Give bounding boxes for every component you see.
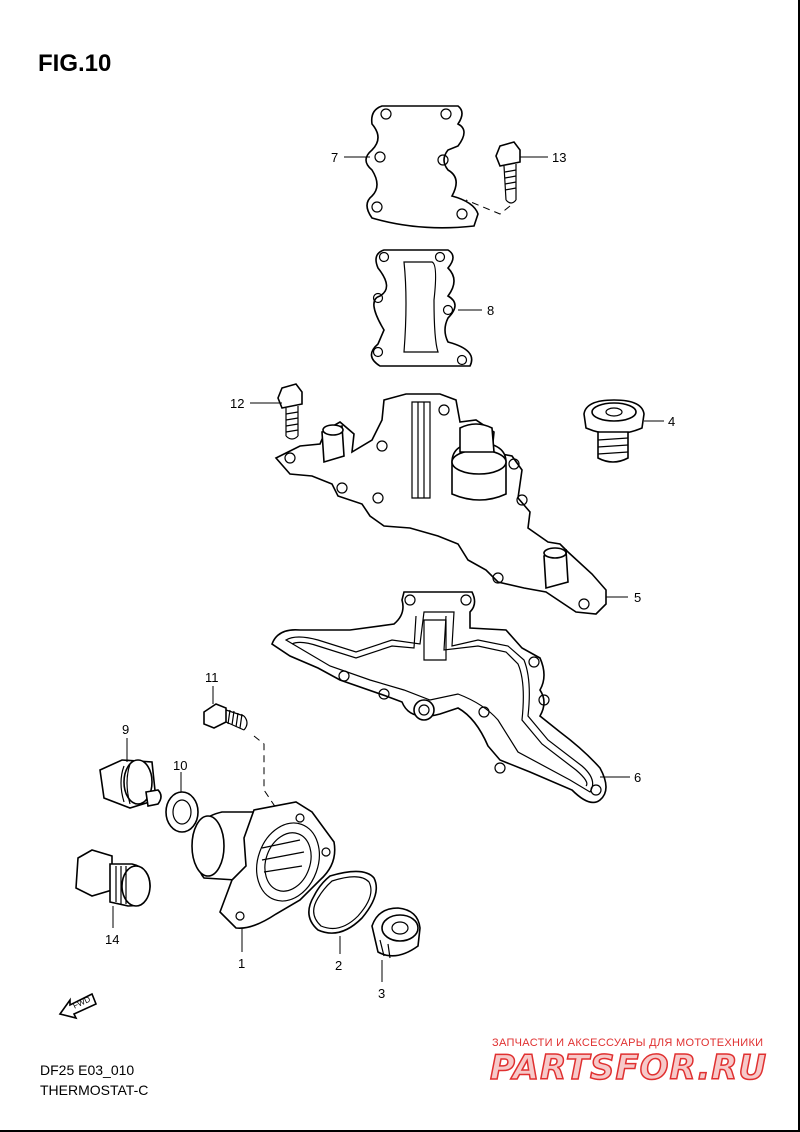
callout-6: 6 <box>634 770 641 785</box>
fwd-arrow-icon: FWD <box>58 992 98 1020</box>
callout-3: 3 <box>378 986 385 1001</box>
part-2-o-ring[interactable] <box>308 870 378 934</box>
part-4-thermostat[interactable] <box>583 399 645 463</box>
part-11-bolt[interactable] <box>203 703 248 731</box>
callout-4: 4 <box>668 414 675 429</box>
diagram-subtitle: THERMOSTAT-C <box>40 1082 149 1098</box>
part-10-seal[interactable] <box>165 791 199 833</box>
bolt-13-guide-line <box>465 199 511 215</box>
part-12-bolt[interactable] <box>277 383 303 440</box>
callout-14: 14 <box>105 932 119 947</box>
callout-5: 5 <box>634 590 641 605</box>
part-8-gasket[interactable] <box>370 249 473 367</box>
part-14-fitting[interactable] <box>75 849 151 907</box>
callout-13: 13 <box>552 150 566 165</box>
callout-7: 7 <box>331 150 338 165</box>
callout-2: 2 <box>335 958 342 973</box>
callout-12: 12 <box>230 396 244 411</box>
callout-8: 8 <box>487 303 494 318</box>
watermark-tagline: ЗАПЧАСТИ И АКСЕССУАРЫ ДЛЯ МОТОТЕХНИКИ <box>492 1037 764 1049</box>
callout-9: 9 <box>122 722 129 737</box>
callout-1: 1 <box>238 956 245 971</box>
bolt-11-guide-line <box>253 735 277 809</box>
part-9-plug[interactable] <box>99 759 162 809</box>
part-3-thermostat[interactable] <box>371 907 421 959</box>
callout-10: 10 <box>173 758 187 773</box>
diagram-code: DF25 E03_010 <box>40 1062 135 1078</box>
part-1-thermostat-case[interactable] <box>191 801 336 930</box>
part-13-bolt[interactable] <box>495 141 521 204</box>
figure-title: FIG.10 <box>38 50 112 77</box>
part-5-housing[interactable] <box>274 393 607 615</box>
part-6-gasket[interactable] <box>271 591 607 804</box>
part-7-cover-plate[interactable] <box>365 105 479 229</box>
watermark-logo: PARTSFOR.RU <box>489 1047 768 1089</box>
callout-11: 11 <box>205 670 219 685</box>
